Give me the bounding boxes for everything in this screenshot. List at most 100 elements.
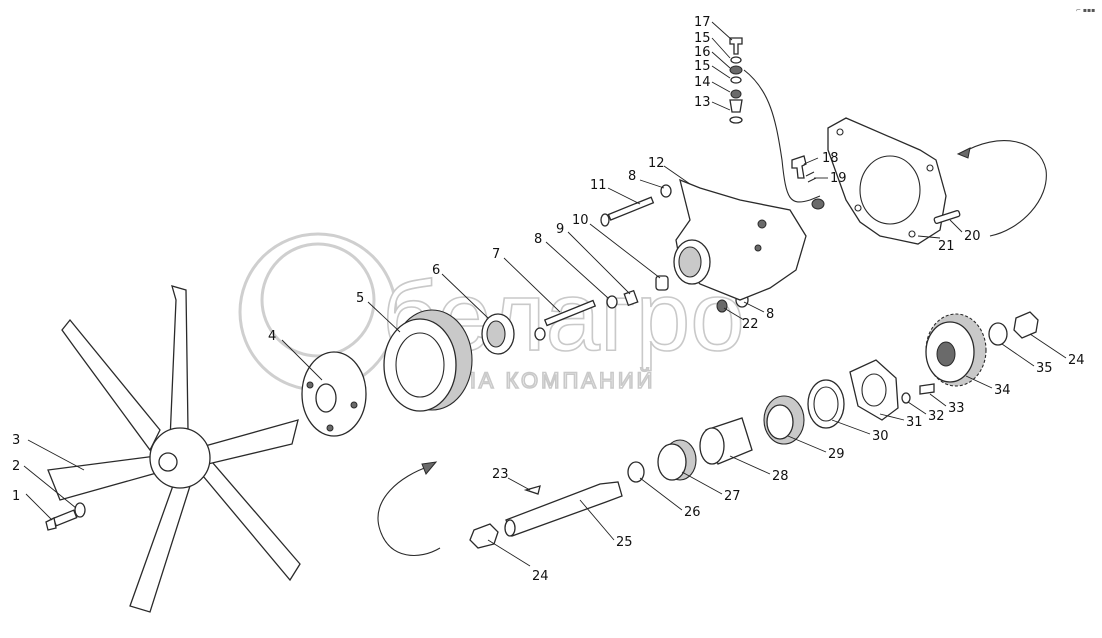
shaft-part-25 <box>504 481 623 537</box>
ring-part-6 <box>481 313 515 355</box>
fan-assembly <box>47 285 301 613</box>
callout-18: 18 <box>822 151 839 166</box>
callout-27: 27 <box>724 489 741 504</box>
washer-part-15 <box>730 56 742 64</box>
leader-4 <box>281 339 323 381</box>
leader-8a <box>545 241 609 299</box>
callout-26: 26 <box>684 505 701 520</box>
clip-part-19 <box>805 171 817 183</box>
leader-6 <box>441 273 489 319</box>
callout-24a: 24 <box>532 569 549 584</box>
washer-part-26 <box>627 461 645 483</box>
hub-4-hole <box>326 424 334 432</box>
leader-12 <box>663 165 691 185</box>
callout-4: 4 <box>268 329 276 344</box>
callout-7: 7 <box>492 247 500 262</box>
housing-12-port <box>757 219 767 229</box>
corner-mark: ⌐ ▪▪▪ <box>1076 7 1095 14</box>
leader-35 <box>1001 343 1035 367</box>
callout-9: 9 <box>556 222 564 237</box>
leader-15b <box>711 65 731 79</box>
callout-22: 22 <box>742 317 759 332</box>
bolt-part-33 <box>919 383 935 395</box>
leader-26 <box>639 477 683 511</box>
washer-part-35 <box>988 322 1008 346</box>
fan-blade-bottom <box>129 479 191 613</box>
bolt-part-17 <box>729 37 743 55</box>
bolt-part-1 <box>45 509 78 531</box>
callout-1: 1 <box>12 489 20 504</box>
cover-31-bore <box>861 373 887 407</box>
pulley-5-groove <box>395 332 445 398</box>
callout-19: 19 <box>830 171 847 186</box>
leader-8c <box>743 301 765 313</box>
shaft-25-body <box>505 481 623 537</box>
callout-35: 35 <box>1036 361 1053 376</box>
callout-16: 16 <box>694 45 711 60</box>
nut-part-22 <box>716 299 728 313</box>
leader-31 <box>879 413 905 421</box>
gasket-21-hole <box>908 230 916 238</box>
callout-8c: 8 <box>766 307 774 322</box>
fitting-part-18 <box>791 155 807 179</box>
callout-12: 12 <box>648 156 665 171</box>
spacer-27-face <box>657 443 687 481</box>
callout-28: 28 <box>772 469 789 484</box>
spacer-part-27 <box>657 439 697 481</box>
seal-part-14 <box>730 89 742 99</box>
assembly-arrow-lower <box>377 465 441 557</box>
callout-15a: 15 <box>694 31 711 46</box>
leader-13 <box>711 101 731 111</box>
gear-part-34 <box>925 313 987 387</box>
gear-34-hub <box>936 341 956 367</box>
gasket-21-hole <box>854 204 862 212</box>
ring-part-13 <box>729 116 743 124</box>
bolt-1-shank <box>52 509 78 527</box>
callout-labels: 1 2 3 4 5 6 7 8 8 8 9 10 11 12 13 14 15 … <box>12 15 1085 584</box>
sleeve-28-face <box>699 427 725 465</box>
washer-part-2 <box>74 502 86 518</box>
key-part-23 <box>523 485 541 495</box>
leader-20 <box>949 219 963 233</box>
leader-9 <box>567 231 631 295</box>
ring-6-inner <box>486 320 506 348</box>
bolt-11-shank <box>607 196 655 221</box>
callout-24b: 24 <box>1068 353 1085 368</box>
fan-blade-top <box>169 285 189 442</box>
leader-24a <box>487 539 531 567</box>
washer-part-8 <box>660 184 672 198</box>
leader-25 <box>579 499 615 541</box>
washer-part-15 <box>730 76 742 84</box>
leader-11 <box>607 187 641 205</box>
housing-12-bore-inner <box>678 246 702 278</box>
leader-14 <box>711 81 731 93</box>
hub-4-bore <box>315 383 337 413</box>
callout-6: 6 <box>432 263 440 278</box>
fan-center-hole <box>158 452 178 472</box>
leader-lines <box>23 21 1067 567</box>
nut-part-24 <box>469 523 499 549</box>
oil-pipe <box>743 69 821 203</box>
fitting-stack-13-17 <box>729 37 743 124</box>
shaft-25-end <box>504 519 516 537</box>
leader-7 <box>503 257 561 313</box>
leader-32 <box>907 401 927 415</box>
leader-8b <box>639 179 665 189</box>
leader-3 <box>27 439 85 471</box>
bolt-11-head <box>600 213 610 227</box>
pin-part-20 <box>933 209 961 225</box>
callout-29: 29 <box>828 447 845 462</box>
adapter-part-13 <box>729 99 743 113</box>
callout-5: 5 <box>356 291 364 306</box>
hub-part-4 <box>301 351 367 437</box>
leader-27 <box>681 471 723 495</box>
bolt-7-head <box>534 327 546 341</box>
callout-15b: 15 <box>694 59 711 74</box>
fan-blade-lower-right <box>197 461 301 582</box>
callout-33: 33 <box>948 401 965 416</box>
cover-31-body <box>849 359 899 421</box>
pulley-5-face <box>383 318 457 412</box>
leader-5 <box>367 301 401 333</box>
leader-2 <box>23 465 77 509</box>
gasket-21-hole <box>926 164 934 172</box>
